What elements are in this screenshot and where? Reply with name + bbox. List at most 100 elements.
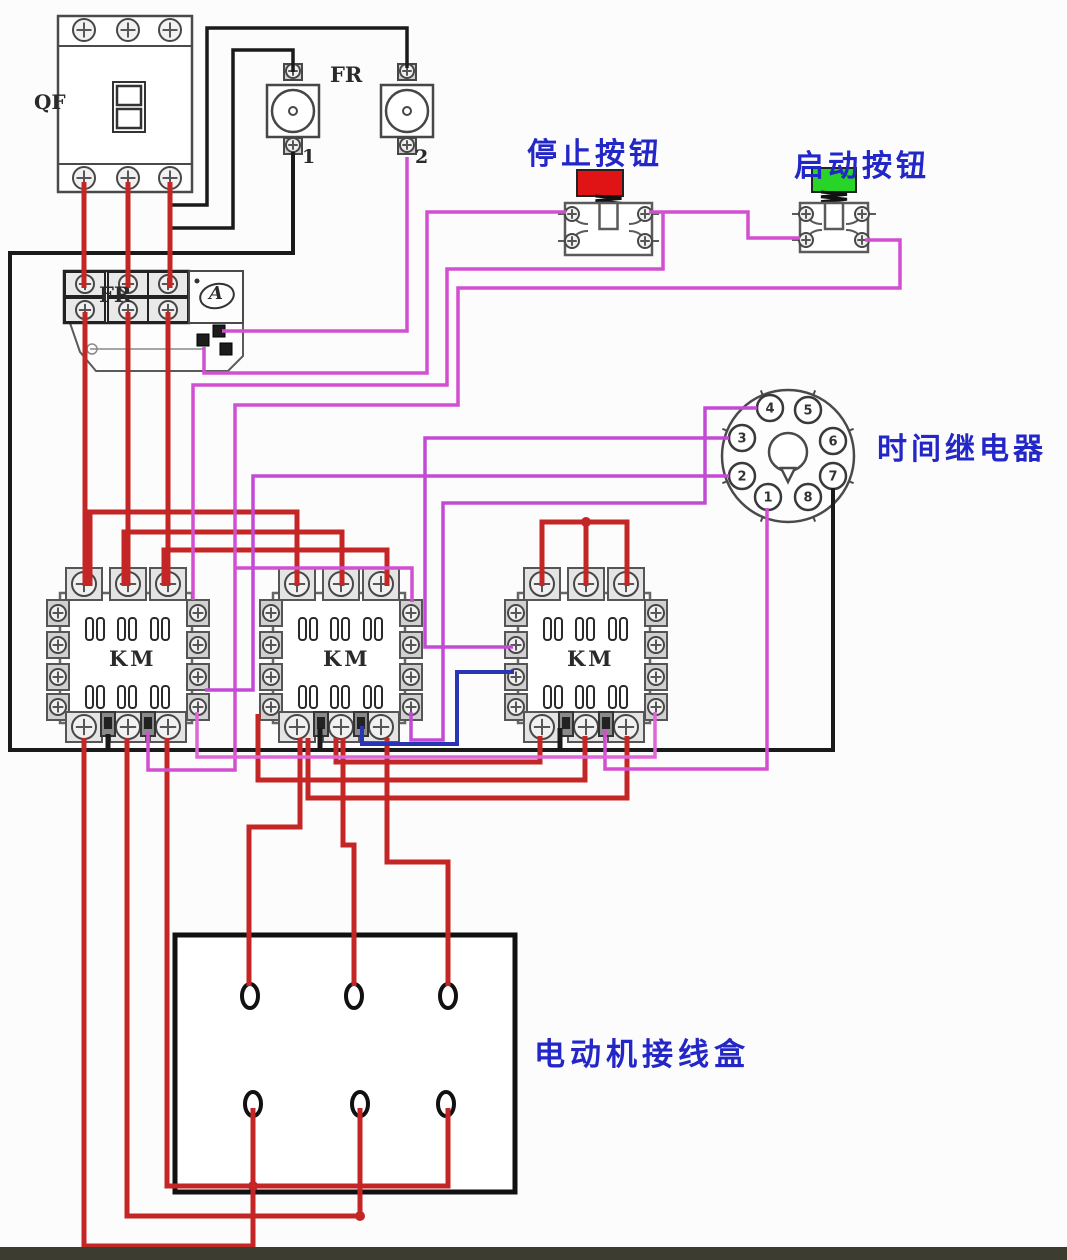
time-relay-tick: [811, 515, 817, 522]
km-contactor-3-coil-terminal-slot: [602, 717, 610, 729]
km-contactor-3-contact-slot: [608, 617, 617, 641]
km-contactor-2-contact-slot: [309, 617, 318, 641]
km-contactor-1-contact-slot: [85, 617, 94, 641]
km-contactor-3-contact-slot: [554, 685, 563, 709]
fuse-2-center: [402, 106, 412, 116]
wire-km1-km3-aux-link: [195, 712, 657, 759]
time-relay-pin-number: 4: [765, 402, 774, 417]
time-relay-label: 时间继电器: [877, 432, 1047, 467]
screw-slot: [510, 701, 522, 713]
screw-slot: [650, 607, 662, 619]
screw-slot: [510, 607, 522, 619]
screw-slot: [288, 140, 298, 150]
screw-slot: [650, 671, 662, 683]
km-contactor-3-contact-slot: [543, 617, 552, 641]
time-relay-pin-number: 8: [803, 491, 812, 506]
km-contactor-1-contact-slot: [128, 617, 137, 641]
time-relay-tick: [759, 515, 765, 522]
screw-slot: [265, 607, 277, 619]
km-contactor-1-coil-terminal-slot: [104, 717, 112, 729]
time-relay-pin-8: [793, 482, 823, 512]
time-relay-pin-number: 2: [737, 470, 746, 485]
km2-label: KM: [323, 646, 371, 671]
screw-slot: [405, 701, 417, 713]
screw-slot: [192, 607, 204, 619]
ammeter-dial: [199, 282, 235, 310]
screw-slot: [52, 607, 64, 619]
km-contactor-2-contact-slot: [363, 685, 372, 709]
screw-slot: [332, 718, 350, 736]
km-contactor-3-contact-slot: [586, 617, 595, 641]
wire-stop-to-start: [649, 210, 800, 240]
wire-km1-motor-y: [164, 738, 451, 1189]
wire-timer-pin4: [409, 406, 757, 742]
wire-km1-motor-z: [81, 738, 256, 1249]
ammeter-label: A: [209, 283, 223, 304]
km-contactor-2-contact-slot: [330, 685, 339, 709]
screw-slot: [402, 140, 412, 150]
stop-button-cap: [576, 169, 624, 197]
km-contactor-1-coil-terminal-slot: [144, 717, 152, 729]
km-contactor-1-contact-slot: [150, 685, 159, 709]
km-contactor-3-contact-slot: [543, 685, 552, 709]
screw-slot: [510, 639, 522, 651]
km-contactor-3-contact-slot: [619, 617, 628, 641]
junction-dot: [581, 517, 591, 527]
km-contactor-1-contact-slot: [96, 685, 105, 709]
screw-slot: [192, 639, 204, 651]
time-relay-tick: [811, 390, 817, 397]
screw-slot: [405, 607, 417, 619]
screw-slot: [857, 209, 867, 219]
stop-button-label: 停止按钮: [527, 137, 663, 172]
km-contactor-2-contact-slot: [374, 617, 383, 641]
km-contactor-1-contact-slot: [85, 685, 94, 709]
screw-slot: [265, 671, 277, 683]
km-contactor-2-contact-slot: [341, 617, 350, 641]
km-contactor-2-coil-terminal-slot: [317, 717, 325, 729]
stop-button-plunger: [598, 201, 619, 231]
time-relay-pin-5: [793, 395, 823, 425]
qf-handle-lower: [115, 107, 143, 130]
time-relay-pin-number: 1: [763, 491, 772, 506]
km-contactor-2-coil-terminal-slot: [357, 717, 365, 729]
image-bottom-bar: [0, 1247, 1067, 1260]
time-relay-pin-number: 7: [828, 470, 837, 485]
km-contactor-3-coil-terminal-slot: [562, 717, 570, 729]
screw-slot: [533, 718, 551, 736]
screw-slot: [192, 671, 204, 683]
time-relay-tick: [722, 479, 729, 485]
km-contactor-2-contact-slot: [298, 617, 307, 641]
motor-terminal-box: [172, 932, 518, 1195]
wire-fr-aux-to-stop: [202, 210, 566, 375]
km-contactor-2-contact-slot: [309, 685, 318, 709]
wire-timer-pin3: [423, 436, 729, 649]
screw-slot: [159, 718, 177, 736]
time-relay-pin-number: 3: [737, 432, 746, 447]
km-contactor-1-contact-slot: [117, 617, 126, 641]
km-contactor-1-contact-slot: [150, 617, 159, 641]
fuse-group-label: FR: [330, 62, 363, 87]
wire-km2-motor-v: [340, 738, 357, 986]
km-contactor-1-contact-slot: [117, 685, 126, 709]
wire-fuse1-frame-to-pin7: [8, 152, 835, 752]
wire-km3-delta-1: [333, 736, 543, 765]
km-contactor-2-contact-slot: [374, 685, 383, 709]
screw-slot: [617, 718, 635, 736]
screw-slot: [567, 209, 577, 219]
motor-terminal: [240, 982, 260, 1010]
screw-slot: [510, 671, 522, 683]
km-contactor-3-contact-slot: [575, 685, 584, 709]
ammeter-dot: [194, 278, 200, 284]
screw-slot: [75, 718, 93, 736]
qf-handle-upper: [115, 84, 143, 107]
time-relay-tick: [722, 427, 729, 433]
screw-slot: [288, 718, 306, 736]
km-contactor-1-contact-slot: [128, 685, 137, 709]
km-contactor-1-contact-slot: [161, 617, 170, 641]
time-relay-tick: [847, 479, 854, 485]
wire-branch-km2-aux: [235, 566, 414, 602]
screw-slot: [650, 639, 662, 651]
km-contactor-3-contact-slot: [575, 617, 584, 641]
start-button-spring: [820, 190, 848, 204]
